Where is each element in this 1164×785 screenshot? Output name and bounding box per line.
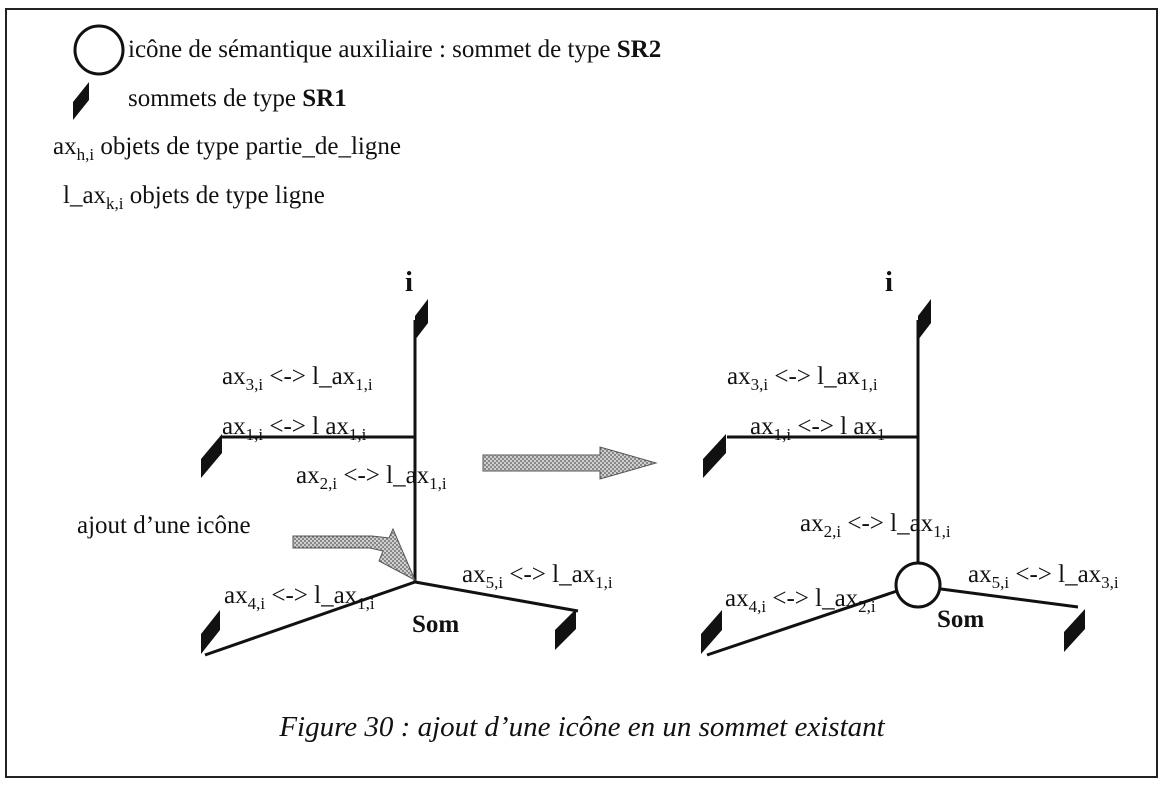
figure-caption: Figure 30 : ajout d’une icône en un somm… bbox=[279, 711, 885, 743]
right-edge-lower-right bbox=[940, 587, 1079, 609]
right-sr2-icon bbox=[894, 561, 942, 609]
left-edge-label-3: ax3,i <-> l_ax1,i bbox=[222, 363, 373, 394]
right-top-label: i bbox=[885, 266, 894, 298]
left-edge-label-1: ax1,i <-> l ax1,i bbox=[222, 413, 367, 444]
legend-ligne: l_axk,i objets de type ligne bbox=[63, 182, 325, 213]
ajout-arrow bbox=[292, 527, 417, 582]
right-edge-label-5: ax5,i <-> l_ax3,i bbox=[968, 561, 1119, 592]
figure-frame bbox=[5, 8, 1158, 778]
sr2-legend-icon bbox=[73, 24, 125, 76]
right-sr1-bottom-right-marker bbox=[1064, 609, 1085, 652]
right-edge-lower-left bbox=[706, 589, 898, 657]
left-sr1-bottom-left-marker bbox=[201, 610, 220, 654]
right-sr1-top-marker bbox=[918, 299, 931, 340]
left-sr1-left-marker bbox=[201, 434, 222, 478]
left-edge-lower-right bbox=[414, 580, 579, 613]
left-graph bbox=[201, 299, 579, 657]
right-edge-label-1: ax1,i <-> l ax1 bbox=[750, 413, 886, 444]
transform-arrow bbox=[482, 446, 658, 480]
left-edge-label-2: ax2,i <-> l_ax1,i bbox=[296, 462, 447, 493]
legend-sr2: icône de sémantique auxiliaire : sommet … bbox=[128, 36, 662, 63]
sr1-legend-icon bbox=[73, 82, 89, 120]
left-sr1-bottom-right-marker bbox=[555, 609, 576, 650]
left-edge-lower-left bbox=[204, 580, 416, 657]
left-top-label: i bbox=[405, 266, 414, 298]
right-edge-label-4: ax4,i <-> l_ax2,i bbox=[725, 585, 876, 616]
left-edge-label-5: ax5,i <-> l_ax1,i bbox=[462, 561, 613, 592]
left-ajout-label: ajout d’une icône bbox=[77, 512, 251, 539]
right-edge-label-3: ax3,i <-> l_ax1,i bbox=[727, 363, 878, 394]
left-edge-label-4: ax4,i <-> l_ax1,i bbox=[224, 582, 375, 613]
left-som-label: Som bbox=[412, 611, 460, 638]
right-edge-label-2: ax2,i <-> l_ax1,i bbox=[800, 510, 951, 541]
right-graph bbox=[701, 299, 1085, 657]
right-sr1-left-marker bbox=[703, 434, 726, 478]
legend-sr1: sommets de type SR1 bbox=[128, 85, 347, 112]
right-sr1-bottom-left-marker bbox=[701, 610, 722, 654]
right-som-label: Som bbox=[937, 606, 985, 633]
legend-partie: axh,i objets de type partie_de_ligne bbox=[53, 133, 401, 164]
left-sr1-top-marker bbox=[415, 299, 428, 340]
